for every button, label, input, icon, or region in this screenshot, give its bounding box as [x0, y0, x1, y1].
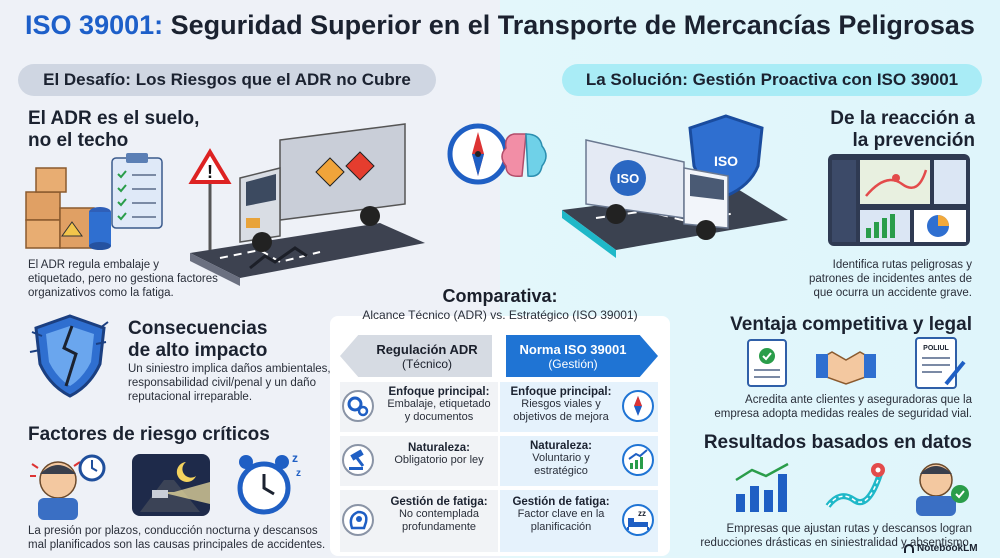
- row2-right-line1: Voluntario y: [532, 452, 590, 464]
- compass-icon: [622, 390, 654, 422]
- risks-text-line1: La presión por plazos, conducción noctur…: [28, 525, 318, 537]
- brand-badge: NotebookLM: [904, 543, 978, 554]
- head-brain-icon: [342, 504, 374, 536]
- route-icon: [825, 463, 885, 508]
- brand-label: NotebookLM: [917, 543, 978, 554]
- prevention-text-line1: Identifica rutas peligrosas y: [832, 259, 972, 271]
- row3-right: Gestión de fatiga: Factor clave en la pl…: [502, 496, 620, 534]
- row2-left: Naturaleza: Obligatorio por ley: [380, 442, 498, 467]
- row3-left: Gestión de fatiga: No contemplada profun…: [380, 496, 498, 534]
- handshake-icon: [816, 351, 876, 385]
- notebook-icon: [904, 544, 914, 553]
- prevention-text-line2: patrones de incidentes antes de: [808, 273, 972, 285]
- results-heading: Resultados basados en datos: [703, 432, 972, 453]
- row1-left-title: Enfoque principal:: [388, 386, 490, 398]
- policy-document-icon: POLIUL: [915, 337, 966, 389]
- packages-clipboard-icon: [25, 153, 163, 250]
- adr-heading-line2: no el techo: [28, 130, 129, 151]
- adr-heading-line1: El ADR es el suelo,: [28, 108, 200, 129]
- results-text: Empresas que ajustan rutas y descansos l…: [690, 522, 972, 550]
- row3-right-line2: planificación: [530, 521, 592, 533]
- row1-left-line2: y documentos: [404, 411, 474, 423]
- hazmat-truck-illustration: !: [188, 123, 425, 286]
- row1-right-line1: Riesgos viales y: [521, 398, 601, 410]
- title-prefix: ISO 39001:: [25, 10, 164, 40]
- adr-text-line1: El ADR regula embalaje y: [28, 259, 160, 271]
- page-title: ISO 39001: Seguridad Superior en el Tran…: [0, 10, 1000, 41]
- dashboard-icon: [828, 154, 970, 246]
- comparison-title: Comparativa:: [442, 286, 558, 306]
- row3-right-line1: Factor clave en la: [517, 508, 605, 520]
- adr-text-line2: etiquetado, pero no gestiona factores: [28, 273, 218, 285]
- relaxed-driver-icon: [916, 463, 969, 516]
- risks-text: La presión por plazos, conducción noctur…: [28, 524, 325, 552]
- row1-right-line2: objetivos de mejora: [513, 411, 609, 423]
- growth-chart-icon: [622, 444, 654, 476]
- prevention-heading-line2: la prevención: [852, 130, 976, 151]
- iso-header-sub: (Gestión): [548, 356, 598, 371]
- iso-header-title: Norma ISO 39001: [519, 341, 627, 357]
- svg-text:zz: zz: [638, 509, 646, 518]
- alarm-clock-icon: z z: [237, 451, 301, 515]
- adr-header-arrow: Regulación ADR (Técnico): [340, 335, 492, 377]
- broken-shield-icon: [29, 314, 109, 398]
- row2-right-title: Naturaleza:: [530, 440, 592, 452]
- adr-heading: El ADR es el suelo, no el techo: [28, 108, 199, 152]
- consequences-text-line2: responsabilidad civil/penal y un daño: [128, 377, 316, 389]
- consequences-heading-line2: de alto impacto: [128, 340, 268, 361]
- sleep-bed-icon: zz: [622, 504, 654, 536]
- svg-text:z: z: [292, 451, 298, 465]
- advantage-text: Acredita ante clientes y aseguradoras qu…: [700, 393, 972, 421]
- consequences-text: Un siniestro implica daños ambientales, …: [128, 362, 331, 404]
- advantage-text-line2: empresa adopta medidas reales de segurid…: [714, 408, 972, 420]
- results-text-line1: Empresas que ajustan rutas y descansos l…: [726, 523, 972, 535]
- adr-text-line3: organizativos como la fatiga.: [28, 287, 174, 299]
- prevention-heading: De la reacción a la prevención: [800, 108, 975, 152]
- consequences-text-line1: Un siniestro implica daños ambientales,: [128, 363, 331, 375]
- prevention-text: Identifica rutas peligrosas y patrones d…: [780, 258, 972, 300]
- row3-right-title: Gestión de fatiga:: [512, 496, 610, 508]
- row3-left-title: Gestión de fatiga:: [390, 496, 488, 508]
- risks-text-line2: mal planificados son las causas principa…: [28, 539, 326, 551]
- adr-header-sub: (Técnico): [401, 356, 452, 371]
- challenge-pill: El Desafío: Los Riesgos que el ADR no Cu…: [18, 64, 436, 96]
- row2-right: Naturaleza: Voluntario y estratégico: [502, 440, 620, 478]
- adr-header-title: Regulación ADR: [376, 341, 478, 357]
- consequences-heading: Consecuencias de alto impacto: [128, 318, 267, 362]
- consequences-heading-line1: Consecuencias: [128, 318, 268, 339]
- stressed-driver-icon: [30, 454, 106, 520]
- row3-left-line2: profundamente: [402, 521, 476, 533]
- iso-shield-label: ISO: [714, 153, 738, 169]
- row3-left-line1: No contemplada: [398, 508, 480, 520]
- row2-left-line1: Obligatorio por ley: [394, 454, 484, 466]
- consequences-text-line3: reputacional irreparable.: [128, 391, 253, 403]
- row1-right-title: Enfoque principal:: [510, 386, 612, 398]
- bar-chart-icon: [735, 462, 789, 512]
- compass-brain-icon: [447, 123, 547, 185]
- advantage-heading: Ventaja competitiva y legal: [730, 314, 972, 335]
- comparison-subtitle: Alcance Técnico (ADR) vs. Estratégico (I…: [362, 308, 638, 322]
- policy-document-label: POLIUL: [923, 345, 949, 352]
- title-rest: Seguridad Superior en el Transporte de M…: [170, 10, 975, 40]
- iso-header-arrow: Norma ISO 39001 (Gestión): [506, 335, 658, 377]
- certificate-icon: [747, 339, 787, 387]
- row1-right: Enfoque principal: Riesgos viales y obje…: [502, 386, 620, 424]
- prevention-text-line3: que ocurra un accidente grave.: [813, 287, 972, 299]
- solution-pill: La Solución: Gestión Proactiva con ISO 3…: [562, 64, 982, 96]
- iso-truck-illustration: ISO ISO: [562, 114, 788, 258]
- row2-left-title: Naturaleza:: [408, 442, 470, 454]
- adr-text: El ADR regula embalaje y etiquetado, per…: [28, 258, 218, 300]
- prevention-heading-line1: De la reacción a: [830, 108, 975, 129]
- iso-side-label: ISO: [617, 171, 639, 186]
- row2-right-line2: estratégico: [534, 465, 588, 477]
- svg-text:!: !: [207, 162, 213, 182]
- gavel-icon: [342, 444, 374, 476]
- row1-left: Enfoque principal: Embalaje, etiquetado …: [380, 386, 498, 424]
- svg-text:z: z: [296, 468, 301, 479]
- advantage-text-line1: Acredita ante clientes y aseguradoras qu…: [745, 394, 972, 406]
- gears-icon: [342, 390, 374, 422]
- row1-left-line1: Embalaje, etiquetado: [387, 398, 491, 410]
- night-driving-icon: [132, 454, 210, 516]
- risks-heading: Factores de riesgo críticos: [28, 424, 270, 445]
